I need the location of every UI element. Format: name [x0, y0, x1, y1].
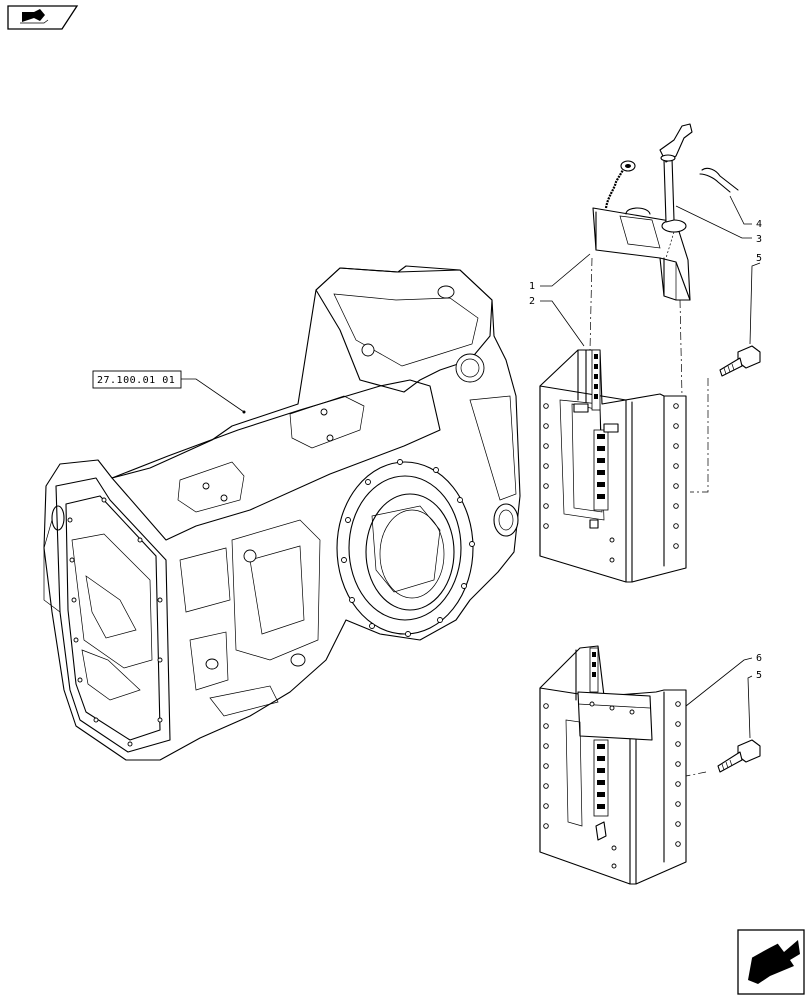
next-page-arrow-icon[interactable]: [737, 929, 805, 995]
transmission-housing: [43, 265, 521, 761]
callout-3: 3: [756, 234, 762, 245]
reference-leader: [181, 378, 245, 413]
callout-6: 6: [756, 653, 762, 664]
spring-clip: [699, 167, 739, 193]
bolt-upper: [719, 345, 761, 377]
rack-teeth-upper: [591, 349, 609, 511]
locking-pin: [659, 123, 693, 223]
hitch-frame-upper: [539, 349, 687, 583]
callout-4: 4: [756, 219, 762, 230]
reference-label-text: 27.100.01 01: [97, 375, 175, 386]
callout-5-lower: 5: [756, 670, 762, 681]
rack-teeth-lower: [589, 647, 609, 817]
bolt-lower: [717, 739, 761, 773]
callout-2: 2: [529, 296, 535, 307]
assembly-lines: [589, 231, 709, 777]
callout-1: 1: [529, 281, 535, 292]
top-plate: [592, 207, 691, 301]
callouts: 1 2 3 4 5 6 5: [529, 195, 762, 739]
callout-5-upper: 5: [756, 253, 762, 264]
reference-label[interactable]: 27.100.01 01: [92, 370, 182, 389]
lanyard-knob: [604, 160, 636, 209]
hitch-frame-lower: [539, 645, 687, 885]
book-arrow-icon[interactable]: [7, 5, 79, 30]
